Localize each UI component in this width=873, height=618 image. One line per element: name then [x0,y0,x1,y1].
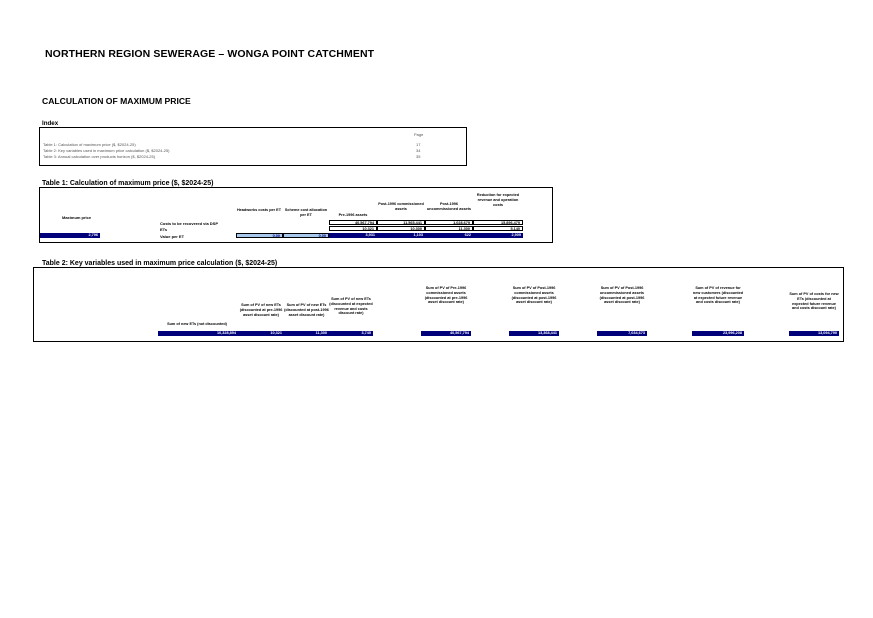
table2-cell[interactable]: 11,300 [284,331,329,336]
table1-cell[interactable]: 15,896,479 [473,220,523,225]
table2-cell[interactable]: 10,321 [238,331,284,336]
table1-row-label: Value per ET [160,234,185,239]
table2-cell[interactable]: 13,094,790 [789,331,839,336]
index-item-page: 35 [416,154,421,159]
table2-col-header: Sum of PV of Pre-1996 commissioned asset… [424,286,468,305]
document-title: NORTHERN REGION SEWERAGE – WONGA POINT C… [45,48,375,60]
table1-cell[interactable]: 0.00 [283,233,329,238]
index-page-header: Page [414,132,424,137]
table1-cell[interactable]: 40,567,794 [329,220,377,225]
table1-col-header: Pre-1996 assets [338,213,368,217]
table2-col-header: Sum of PV of new ETs (discounted at post… [284,303,329,317]
table1-cell[interactable]: 5,140 [473,226,523,231]
table1-cell[interactable]: 622 [425,233,473,238]
table2-col-header: Sum of PV of costs for new ETs (discount… [789,292,839,311]
table2-cell[interactable]: 3,740 [329,331,373,336]
table2-col-header: Sum of PV of new ETs (discounted at expe… [329,297,373,316]
table2-box: Sum of new ETs (not discounted) Sum of P… [33,267,844,342]
table2-title: Table 2: Key variables used in maximum p… [42,260,278,267]
table1-col-header: Headworks costs per ET [236,208,282,212]
table2-col-header: Sum of PV of Post-1996 uncommissioned as… [599,286,645,305]
table2-cell[interactable]: 13,368,441 [509,331,559,336]
table2-col-header: Sum of PV of new ETs (discounted at pre-… [239,303,283,317]
table1-cell[interactable]: 3,931 [329,233,377,238]
index-heading: Index [42,120,59,127]
index-item-page: 17 [416,142,421,147]
table1-cell[interactable]: 10,300 [377,226,425,231]
table1-title: Table 1: Calculation of maximum price ($… [42,180,214,187]
table2-col-header: Sum of new ETs (not discounted) [167,322,227,326]
table1-col-header: Post-1996 commissioned assets [378,202,424,211]
table2-col-header: Sum of PV of Post-1996 commissioned asse… [511,286,557,305]
table1-row-label: Costs to be recovered via DSP [160,221,219,226]
table1-cell[interactable]: 1,103 [377,233,425,238]
table1-cell[interactable]: 11,565,441 [377,220,425,225]
table1-col-header: Scheme cost allocation per ET [284,208,328,217]
index-box: Page Table 1: Calculation of maximum pri… [39,127,467,166]
table1-box: Headworks costs per ET Scheme cost alloc… [39,187,553,243]
max-price-label: Maximum price [62,215,92,220]
table1-cell[interactable]: 1,028,679 [425,220,473,225]
index-item-label[interactable]: Table 2: Key variables used in maximum p… [43,148,170,153]
index-item-label[interactable]: Table 1: Calculation of maximum price ($… [43,142,136,147]
table1-col-header: Reduction for expected revenue and opera… [476,193,520,207]
table1-cell[interactable]: 11,300 [425,226,473,231]
section-title: CALCULATION OF MAXIMUM PRICE [42,96,191,106]
table2-cell[interactable]: 23,996,208 [692,331,744,336]
table2-cell[interactable]: 7,034,673 [597,331,647,336]
table2-cell[interactable]: 10,328,894 [158,331,238,336]
index-item-page: 34 [416,148,421,153]
table1-cell[interactable]: 10,321 [329,226,377,231]
table2-cell[interactable]: 40,567,794 [421,331,471,336]
table1-row-label: ETs [160,227,168,232]
max-price-value[interactable]: 2,796 [40,233,100,238]
table1-cell[interactable]: 0.00 [236,233,283,238]
table2-col-header: Sum of PV of revenue for new customers (… [692,286,744,305]
table1-col-header: Post-1996 uncommissioned assets [426,202,472,211]
table1-cell[interactable]: 2,909 [473,233,523,238]
index-item-label[interactable]: Table 3: Annual calculation over product… [43,154,156,159]
